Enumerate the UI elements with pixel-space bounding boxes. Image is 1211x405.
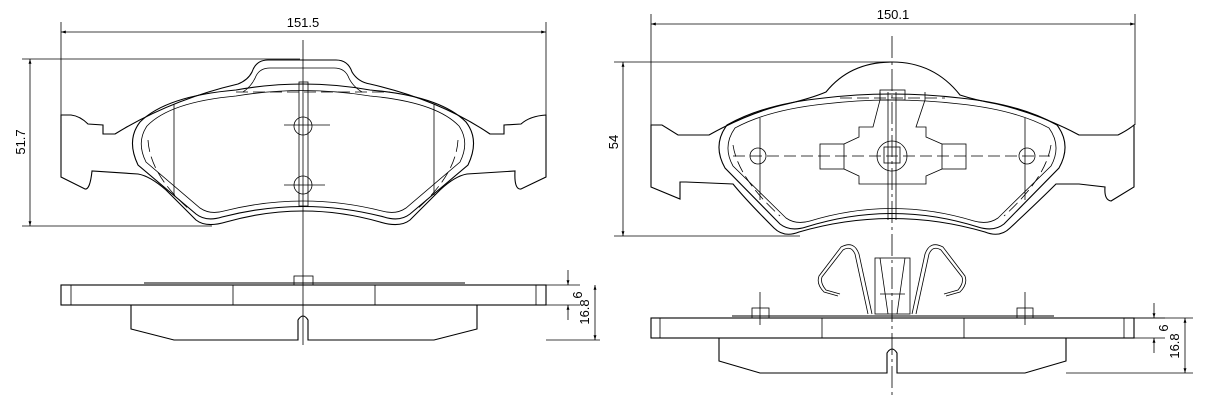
right-plate-thickness-label: 6 xyxy=(1156,324,1171,331)
right-total-thickness-dimension: 16.8 xyxy=(1134,317,1193,373)
right-left-hole xyxy=(749,147,767,165)
left-friction-outline xyxy=(131,83,475,220)
left-side-tab xyxy=(293,275,314,286)
left-friction-inner xyxy=(140,90,466,213)
left-backing-plate xyxy=(60,59,547,226)
right-left-abutment xyxy=(819,143,845,170)
right-total-thickness-label: 16.8 xyxy=(1167,333,1182,358)
right-backing-plate xyxy=(650,61,1135,235)
right-side-plate xyxy=(650,317,1135,339)
left-total-thickness-dimension: 16.8 xyxy=(577,285,597,340)
right-pad: 150.1 54 xyxy=(606,7,1193,395)
right-right-abutment xyxy=(941,143,967,170)
right-side-tab-left xyxy=(751,307,770,319)
right-height-label: 54 xyxy=(606,135,621,149)
left-center-slot xyxy=(298,81,309,207)
left-plate-thickness-label: 6 xyxy=(570,291,585,298)
right-top-tab xyxy=(879,89,906,101)
right-retaining-clip xyxy=(817,244,967,315)
left-shoulder-inner xyxy=(242,67,363,93)
left-side-view xyxy=(60,275,547,341)
right-width-dimension: 150.1 xyxy=(650,7,1136,125)
left-side-plate xyxy=(60,284,547,306)
left-width-label: 151.5 xyxy=(287,15,320,30)
left-height-dimension: 51.7 xyxy=(13,58,300,227)
right-height-dimension: 54 xyxy=(606,61,892,237)
left-hidden-line-left xyxy=(147,139,191,211)
right-width-label: 150.1 xyxy=(877,7,910,22)
left-total-thickness-label: 16.8 xyxy=(577,299,592,324)
left-height-label: 51.7 xyxy=(13,129,28,154)
left-hidden-line-right xyxy=(415,139,459,211)
right-friction-inner xyxy=(727,99,1057,223)
left-side-friction xyxy=(130,305,478,341)
left-pad: 151.5 51.7 xyxy=(13,15,600,345)
left-width-dimension: 151.5 xyxy=(60,15,547,115)
right-right-hole xyxy=(1018,147,1036,165)
right-friction-outline xyxy=(718,93,1066,230)
right-side-view xyxy=(650,292,1135,374)
right-side-friction xyxy=(718,338,1067,374)
left-plate-thickness-dimension: 6 xyxy=(546,270,600,341)
right-center-boss xyxy=(843,92,943,185)
